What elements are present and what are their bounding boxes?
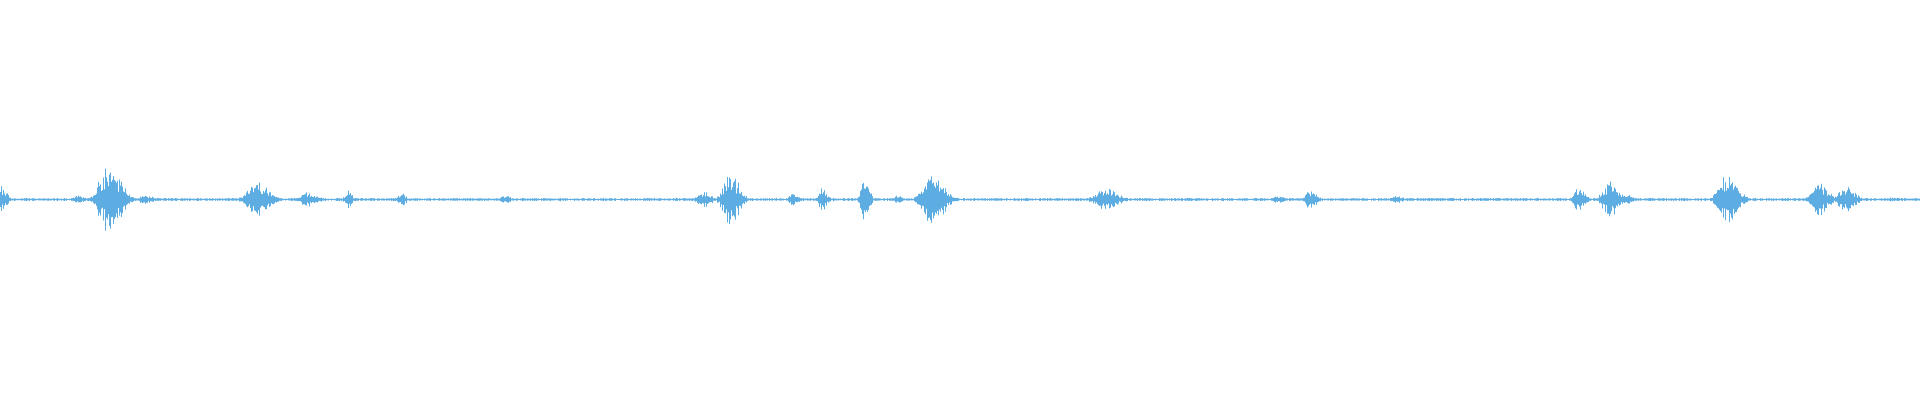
waveform-bars xyxy=(0,168,1920,231)
